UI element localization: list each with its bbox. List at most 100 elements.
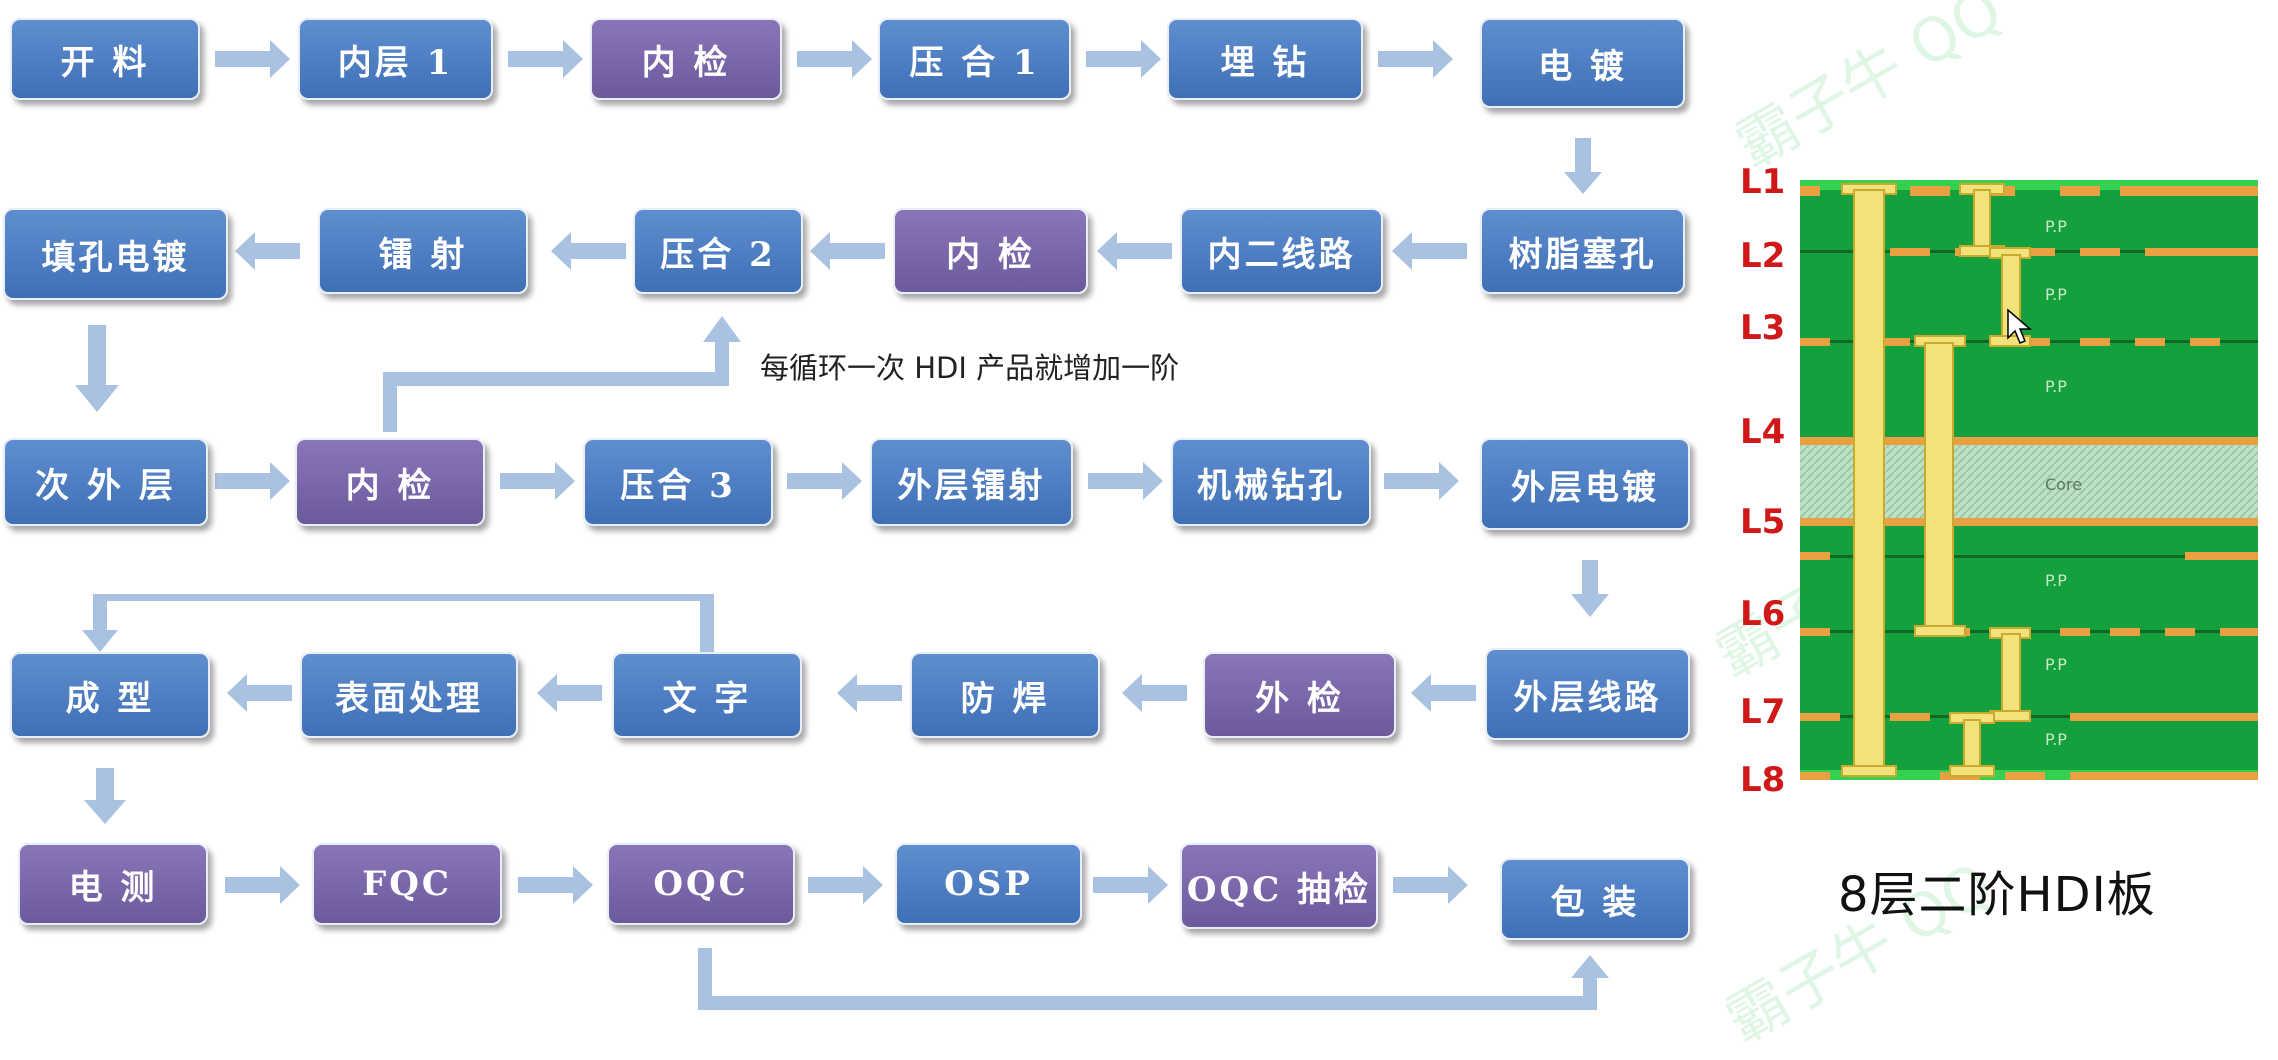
arrow-s3-s4	[797, 40, 872, 78]
step-label: 树脂塞孔	[1508, 234, 1657, 275]
process-step: 电 镀	[1480, 18, 1685, 108]
process-step: OQC	[607, 843, 795, 925]
step-label: 次 外 层	[35, 465, 176, 506]
arrow-s12-s13	[75, 325, 119, 412]
process-step: 防 焊	[910, 652, 1100, 738]
arrow-s29-s30	[1393, 866, 1468, 904]
arrow-s13-s14	[215, 462, 290, 500]
step-label: OSP	[944, 864, 1033, 904]
process-step: 压合 2	[633, 208, 803, 294]
arrow-s10-s11	[551, 232, 626, 270]
step-label: 电 镀	[1538, 46, 1627, 87]
process-step: 外层线路	[1485, 648, 1690, 740]
arrow-s9-s10	[810, 232, 885, 270]
arrow-s27-s28	[808, 866, 883, 904]
process-step: 内 检	[590, 18, 782, 100]
material-label: P.P	[2045, 655, 2067, 674]
arrow-s25-s26	[225, 866, 300, 904]
material-label: Core	[2045, 475, 2082, 494]
process-step: 次 外 层	[3, 438, 208, 526]
layer-label-l7: L7	[1740, 692, 1786, 732]
step-label: 机械钻孔	[1197, 465, 1345, 506]
step-label: 埋 钻	[1220, 42, 1310, 83]
arrow-s5-s6	[1378, 40, 1453, 78]
process-step: 内二线路	[1180, 208, 1383, 294]
process-step: 内 检	[893, 208, 1088, 294]
arrow-bypass-s22-s24	[82, 594, 714, 652]
layer-label-l8: L8	[1740, 760, 1786, 800]
process-step: 文 字	[612, 652, 802, 738]
arrow-s21-s22	[837, 674, 902, 712]
through-via-cap-bottom	[1841, 765, 1897, 777]
arrow-s23-s24	[227, 674, 292, 712]
arrow-s22-s23	[537, 674, 602, 712]
step-label: 内层 1	[337, 42, 454, 83]
mouse-cursor-icon	[2007, 308, 2033, 344]
step-label: 内 检	[345, 465, 435, 506]
process-step: 树脂塞孔	[1480, 208, 1685, 294]
process-step: OSP	[895, 843, 1082, 925]
layer-label-l1: L1	[1740, 162, 1786, 202]
process-step: 压 合 1	[878, 18, 1071, 100]
buried-via	[1924, 342, 1954, 634]
arrow-s8-s9	[1097, 232, 1172, 270]
board-caption: 8层二阶HDI板	[1838, 867, 2156, 923]
step-label: 内二线路	[1207, 234, 1356, 275]
step-label: 内 检	[641, 42, 731, 83]
step-label: OQC 抽检	[1186, 869, 1372, 910]
material-label: P.P	[2045, 377, 2067, 396]
step-label: 开 料	[60, 42, 150, 83]
process-step: 填孔电镀	[3, 208, 228, 300]
arrow-s20-s21	[1122, 674, 1187, 712]
material-label: P.P	[2045, 730, 2067, 749]
step-label: OQC	[653, 864, 749, 904]
flow-arrows	[75, 40, 1609, 1010]
step-label: 外层电镀	[1511, 467, 1659, 508]
process-step: 成 型	[10, 652, 210, 738]
step-label: 外 检	[1255, 678, 1344, 719]
process-step: 埋 钻	[1167, 18, 1363, 100]
arrow-s1-s2	[215, 40, 290, 78]
process-step: 开 料	[10, 18, 200, 100]
arrow-s19-s20	[1411, 674, 1476, 712]
step-label: 压合 2	[660, 234, 776, 275]
layer-label-l5: L5	[1740, 502, 1786, 542]
material-label: P.P	[2045, 217, 2067, 236]
hdi-board-cross-section: P.P P.P P.P Core P.P P.P P.P	[1800, 180, 2258, 780]
layer-label-l4: L4	[1740, 412, 1786, 452]
process-step: 包 装	[1500, 858, 1690, 940]
arrow-s4-s5	[1086, 40, 1161, 78]
step-label: 压合 3	[620, 465, 736, 506]
step-label: 成 型	[65, 678, 155, 719]
arrow-s24-s25	[84, 768, 126, 824]
loop-note: 每循环一次 HDI 产品就增加一阶	[760, 351, 1180, 385]
step-label: 镭 射	[378, 234, 468, 275]
arrow-bypass-s27-s30	[698, 948, 1609, 1010]
arrow-s16-s17	[1088, 462, 1163, 500]
material-label: P.P	[2045, 285, 2067, 304]
process-step: 内 检	[295, 438, 485, 526]
layer-label-l2: L2	[1740, 236, 1786, 276]
arrow-s2-s3	[508, 40, 583, 78]
arrow-s11-s12	[235, 232, 300, 270]
process-step: 内层 1	[298, 18, 493, 100]
through-via	[1853, 189, 1885, 775]
step-label: 填孔电镀	[41, 237, 190, 278]
step-label: 防 焊	[960, 678, 1050, 719]
step-label: 外层线路	[1513, 677, 1662, 718]
arrow-s15-s16	[787, 462, 862, 500]
step-label: 电 测	[68, 867, 158, 908]
process-step: 外 检	[1203, 652, 1396, 738]
step-label: 文 字	[662, 678, 752, 719]
vias	[1841, 183, 2031, 777]
arrow-s7-s8	[1392, 232, 1467, 270]
process-step: 电 测	[18, 843, 208, 925]
step-label: 表面处理	[335, 678, 483, 719]
process-step: 表面处理	[300, 652, 518, 738]
arrow-s18-s19	[1571, 560, 1609, 617]
arrow-loop-s14-s10	[383, 316, 741, 432]
process-step: 外层电镀	[1480, 438, 1690, 530]
arrow-s6-s7	[1564, 138, 1602, 194]
step-label: FQC	[362, 864, 452, 904]
process-step: 机械钻孔	[1171, 438, 1371, 526]
